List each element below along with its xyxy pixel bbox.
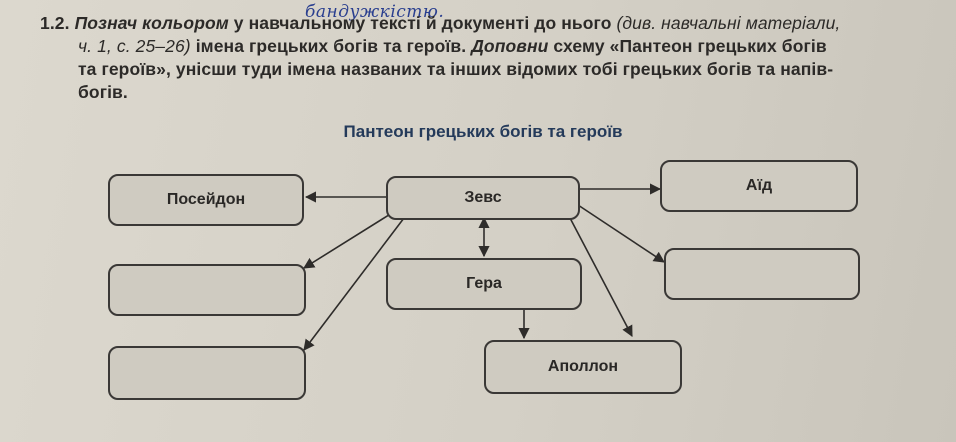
task-number: 1.2. [40,13,70,33]
node-hera: Гера [386,258,582,310]
task-line1-ref: (див. навчальні матеріали, [616,13,841,33]
handwritten-note: бандужкістю. [305,2,445,22]
node-hades: Аїд [660,160,858,212]
task-line-2: ч. 1, с. 25–26) імена грецьких богів та … [40,35,940,58]
node-zeus: Зевс [386,176,580,220]
task-verb-mark: Познач кольором [74,13,229,33]
arrow-zeus-apollo [569,217,633,337]
task-line-3: та героїв», унісши туди імена названих т… [78,59,834,79]
arrow-zeus-right-middle [577,204,665,263]
arrow-zeus-left-bottom [303,217,405,351]
node-empty-left-middle[interactable] [108,264,306,316]
task-line2-bold: імена грецьких богів та героїв. [195,36,467,56]
node-apollo: Аполлон [484,340,682,394]
node-empty-left-bottom[interactable] [108,346,306,400]
task-verb-complete: Доповни [471,36,549,56]
task-line2-bold-end: схему «Пантеон грецьких богів [553,36,827,56]
arrow-zeus-left-middle [303,212,393,269]
task-text: 1.2. Познач кольором у навчальному текст… [40,12,940,104]
node-poseidon: Посейдон [108,174,304,226]
task-line2-ref: ч. 1, с. 25–26) [78,36,191,56]
schema-title: Пантеон грецьких богів та героїв [343,122,623,141]
node-empty-right-middle[interactable] [664,248,860,300]
task-line1-bold: у навчальному тексті й документі до ньог… [233,13,612,33]
task-line-4: богів. [78,82,128,102]
task-line-1: 1.2. Познач кольором у навчальному текст… [40,12,940,35]
